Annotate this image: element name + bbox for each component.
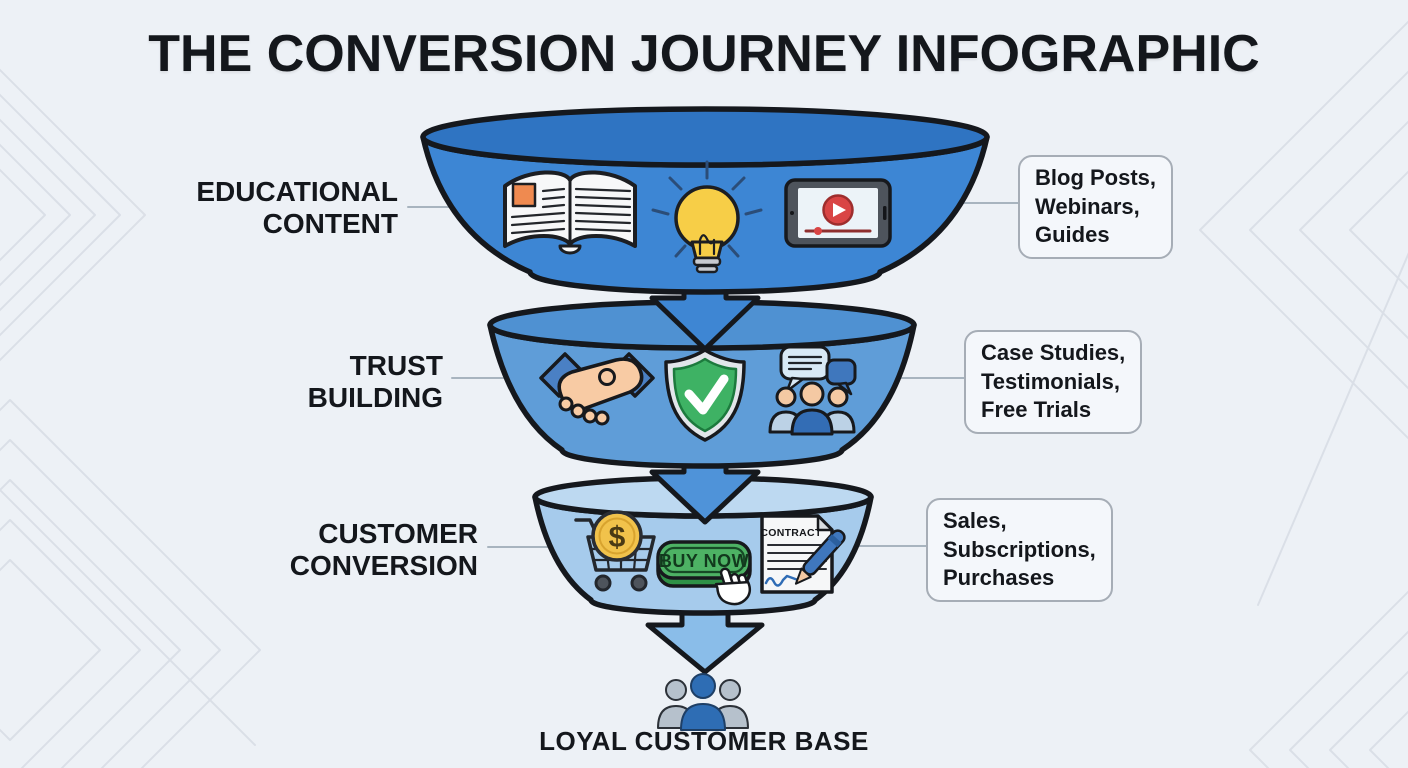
decor-chevrons-bottom-right [1249,590,1408,768]
callout-customer-conversion: Sales, Subscriptions, Purchases [926,498,1113,602]
decor-chevrons-top-left [0,68,146,362]
page-title: THE CONVERSION JOURNEY INFOGRAPHIC [148,25,1260,83]
decor-chevrons-bottom-left [0,399,261,768]
outcome-label: LOYAL CUSTOMER BASE [539,726,869,756]
pen-icon [794,529,846,585]
shield-check-icon [664,348,746,442]
cart-coin-icon: $ [574,510,656,592]
stage-label-educational-content: EDUCATIONAL CONTENT [196,176,398,240]
customer-group-icon [657,673,749,731]
stage-label-trust-building: TRUST BUILDING [307,350,443,414]
cursor-hand-icon [714,567,752,606]
testimonial-people-icon [768,345,857,436]
buy-now-label: BUY NOW [659,551,749,571]
lightbulb-icon [651,160,763,274]
coin-dollar-symbol: $ [609,521,626,554]
open-book-icon [503,170,637,255]
contract-label: CONTRACT [760,527,822,539]
video-player-icon [784,178,892,248]
buy-now-button-icon: BUY NOW [656,540,752,606]
callout-educational-content: Blog Posts, Webinars, Guides [1018,155,1174,259]
decor-chevrons-top-right [1199,20,1408,606]
contract-pen-icon: CONTRACT [760,514,846,594]
handshake-icon [539,352,655,426]
callout-trust-building: Case Studies, Testimonials, Free Trials [964,330,1143,434]
stage-label-customer-conversion: CUSTOMER CONVERSION [289,518,478,582]
